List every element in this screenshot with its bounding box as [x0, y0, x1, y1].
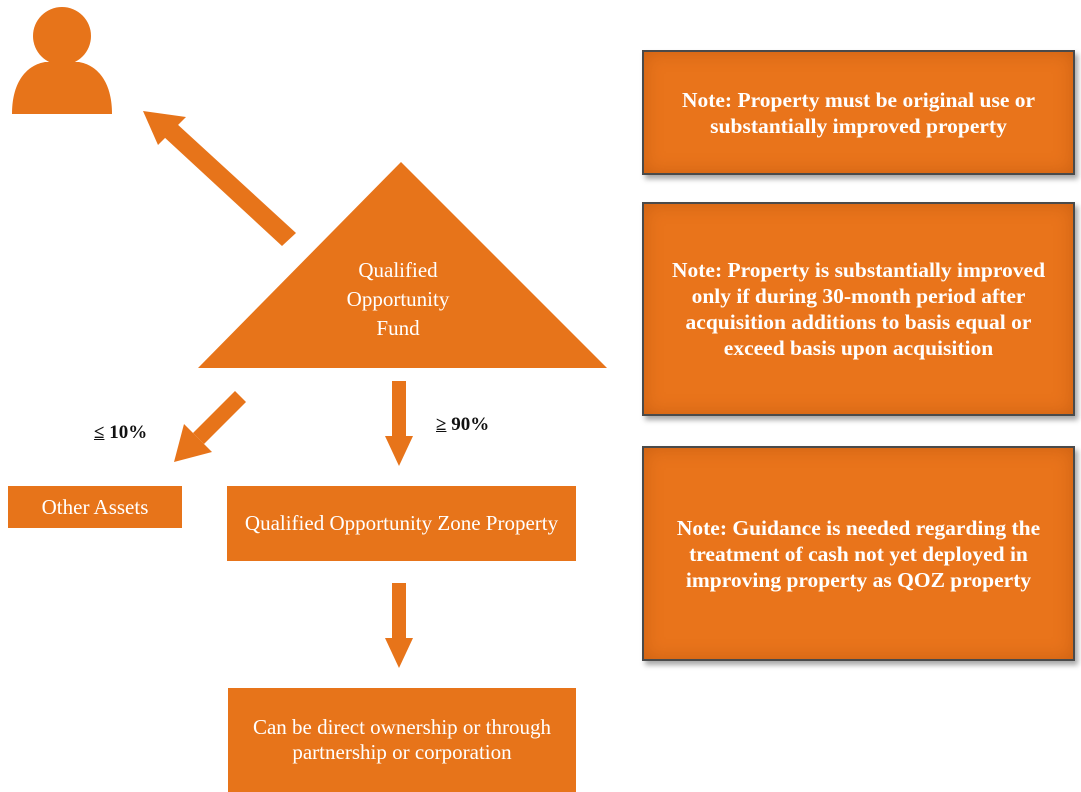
allocation-symbol: ≥: [436, 414, 447, 435]
ownership-label: Can be direct ownership or through partn…: [252, 715, 551, 764]
qozp-allocation-label: ≥ 90%: [436, 414, 489, 436]
fund-triangle: [198, 162, 607, 368]
fund-label-line: Opportunity: [346, 287, 450, 311]
note-text: Note: Guidance is needed regarding the t…: [676, 515, 1041, 592]
person-icon: [12, 7, 112, 114]
arrow-to-investor: [143, 111, 296, 246]
fund-label: Qualified Opportunity Fund: [318, 256, 478, 343]
note-substantial-improvement: Note: Property is substantially improved…: [642, 202, 1075, 416]
allocation-symbol: ≤: [94, 422, 105, 443]
allocation-value: 10%: [109, 422, 148, 443]
fund-label-line: Qualified: [358, 258, 438, 282]
other-allocation-label: ≤ 10%: [94, 422, 147, 444]
other-assets-box: Other Assets: [8, 486, 182, 528]
qoz-property-box: Qualified Opportunity Zone Property: [227, 486, 576, 561]
note-text: Note: Property is substantially improved…: [671, 258, 1046, 360]
arrow-to-other-assets: [174, 391, 246, 462]
arrow-to-ownership: [385, 583, 413, 668]
note-original-use: Note: Property must be original use or s…: [642, 50, 1075, 175]
qoz-property-label: Qualified Opportunity Zone Property: [244, 511, 559, 535]
other-assets-label: Other Assets: [41, 494, 149, 519]
fund-label-line: Fund: [376, 316, 420, 340]
note-text: Note: Property must be original use or s…: [681, 87, 1036, 138]
arrow-to-qoz-property: [385, 381, 413, 466]
allocation-value: 90%: [451, 414, 490, 435]
ownership-box: Can be direct ownership or through partn…: [228, 688, 576, 792]
note-cash-guidance: Note: Guidance is needed regarding the t…: [642, 446, 1075, 661]
